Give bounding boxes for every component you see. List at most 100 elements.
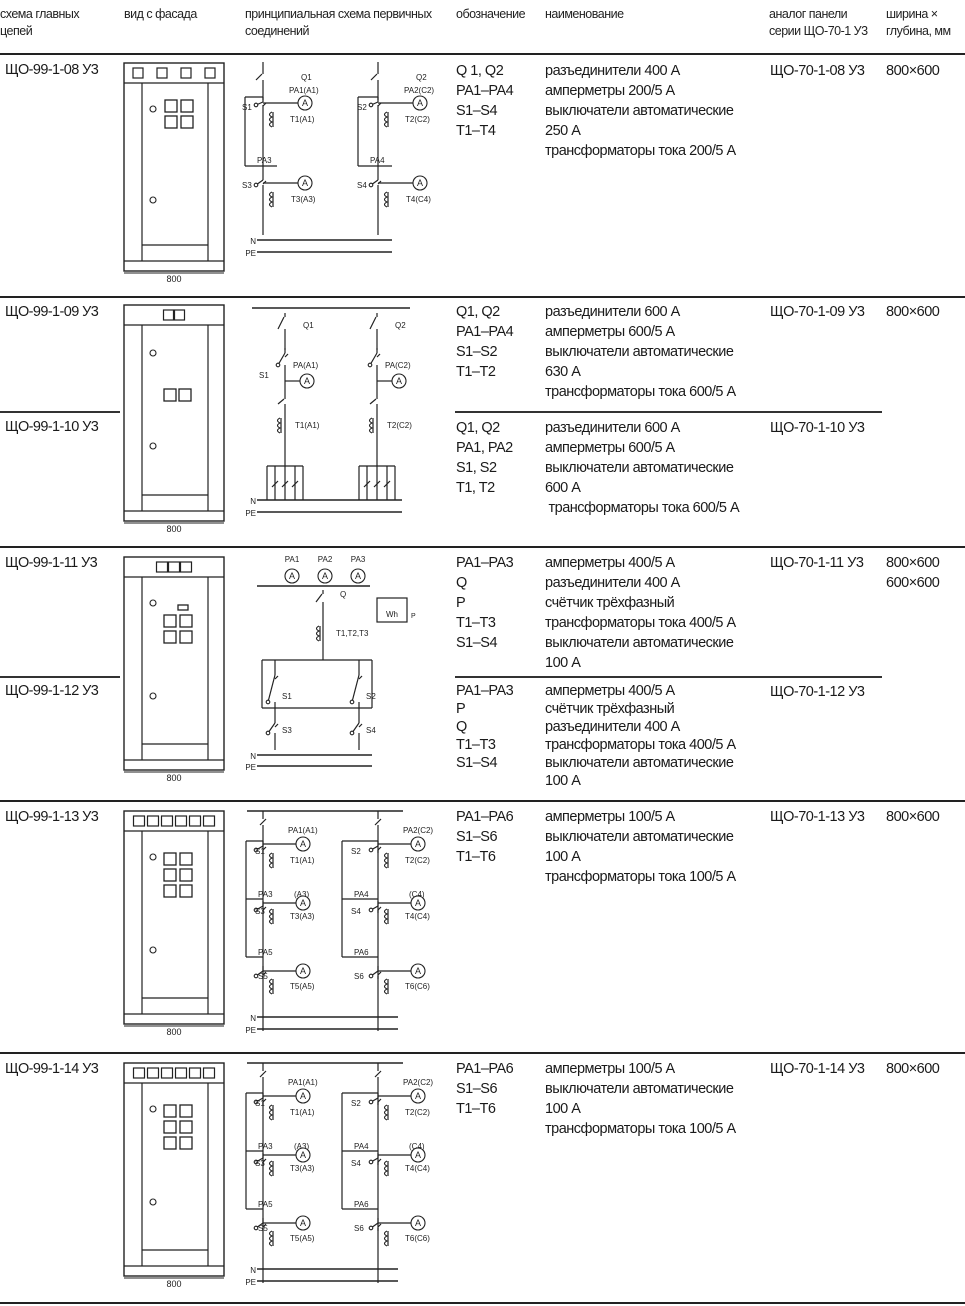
breaker-icon: S6 — [354, 966, 382, 981]
diagram-label: S3 — [255, 1159, 265, 1168]
meter-window — [179, 1120, 193, 1134]
bus-label-pe: PE — [245, 763, 256, 772]
wire — [259, 818, 267, 826]
meter-window — [179, 852, 193, 866]
current-transformer-icon: T4(C4) — [383, 908, 430, 925]
diagram-label: S2 — [357, 103, 367, 112]
circle — [149, 946, 157, 954]
diagram-label: S4 — [357, 181, 367, 190]
diagram-label: T2(C2) — [387, 421, 412, 430]
wire — [274, 675, 279, 680]
diagram-label: S4 — [351, 1159, 361, 1168]
diagram-label: T4(C4) — [406, 195, 431, 204]
ammeter-letter: A — [415, 839, 421, 849]
wire — [351, 674, 360, 703]
circle — [368, 907, 374, 913]
analog-code: ЩО-70-1-14 У3 — [770, 1061, 865, 1077]
wire — [284, 353, 289, 358]
ammeter-letter: A — [322, 571, 328, 581]
coil — [268, 852, 274, 869]
circle — [149, 349, 157, 357]
circle — [149, 196, 157, 204]
meter-window — [163, 884, 177, 898]
diagram-label: (C4) — [409, 890, 425, 899]
circle — [265, 730, 271, 736]
breaker-icon: S5 — [253, 966, 268, 981]
facade-view: 800 — [123, 62, 225, 284]
wire — [358, 723, 363, 728]
meter-window — [178, 388, 192, 402]
sub-row-divider — [455, 411, 882, 413]
disconnector-icon — [277, 313, 286, 333]
coil — [268, 908, 274, 925]
facade-view: 800 — [123, 810, 225, 1037]
wire — [377, 1223, 382, 1228]
analog-code: ЩО-70-1-13 У3 — [770, 809, 865, 825]
ammeter-icon: A — [412, 175, 428, 191]
diagram-label: S2 — [366, 692, 376, 701]
circle — [253, 182, 259, 188]
ammeter-icon: A — [410, 895, 426, 911]
ammeter-icon: A — [295, 836, 311, 852]
wire — [383, 480, 391, 488]
ammeter-letter: A — [289, 571, 295, 581]
sub-row-divider — [0, 676, 120, 678]
row-divider — [0, 296, 965, 298]
ammeter-icon: A — [410, 836, 426, 852]
indicator-window — [180, 67, 192, 79]
ammeter-icon: A — [295, 963, 311, 979]
wire — [262, 1223, 267, 1228]
ammeter-icon: A — [295, 1215, 311, 1231]
cabinet-outline — [123, 810, 225, 1025]
circle — [149, 692, 157, 700]
diagram-label: PA2(C2) — [403, 1078, 433, 1087]
indicator-window — [146, 1067, 160, 1079]
disconnector-icon — [369, 395, 378, 408]
diagram-label: PA2(C2) — [404, 86, 434, 95]
meter-window — [177, 604, 189, 611]
wire — [281, 480, 289, 488]
diagram-label: Q — [340, 590, 346, 599]
indicator-window — [162, 309, 175, 321]
circle — [367, 362, 373, 368]
disconnector-icon — [255, 70, 264, 84]
indicator-window — [132, 815, 146, 827]
facade-view: 800 — [123, 304, 225, 534]
coil — [383, 852, 389, 869]
diagram-label: Q1 — [301, 73, 312, 82]
wire — [267, 674, 276, 703]
analog-code: ЩО-70-1-11 У3 — [770, 555, 864, 571]
indicator-window — [179, 561, 193, 573]
breaker-icon — [349, 670, 363, 705]
diagram-label: T4(C4) — [405, 1164, 430, 1173]
circle — [253, 847, 259, 853]
disconnector-icon — [315, 590, 324, 606]
circle — [368, 1099, 374, 1105]
scheme-code: ЩО-99-1-09 У3 — [5, 304, 99, 320]
breaker-icon — [265, 718, 279, 736]
diagram-label: S1 — [282, 692, 292, 701]
meter-window — [163, 868, 177, 882]
wire — [277, 398, 285, 405]
current-transformer-icon: T2(C2) — [383, 111, 430, 128]
row-divider — [0, 800, 965, 802]
ammeter-letter: A — [300, 1218, 306, 1228]
breaker-icon: S2 — [351, 841, 382, 856]
diagram-label: PA1(A1) — [288, 1078, 318, 1087]
ammeter-letter: A — [302, 178, 308, 188]
meter-window — [179, 884, 193, 898]
wire — [377, 971, 382, 976]
meter-window — [180, 115, 194, 129]
wire — [274, 723, 279, 728]
diagram-label: PA3 — [351, 555, 366, 564]
cabinet-outline — [123, 556, 225, 771]
ammeter-icon: A — [299, 373, 315, 389]
diagram-label: S1 — [255, 847, 265, 856]
